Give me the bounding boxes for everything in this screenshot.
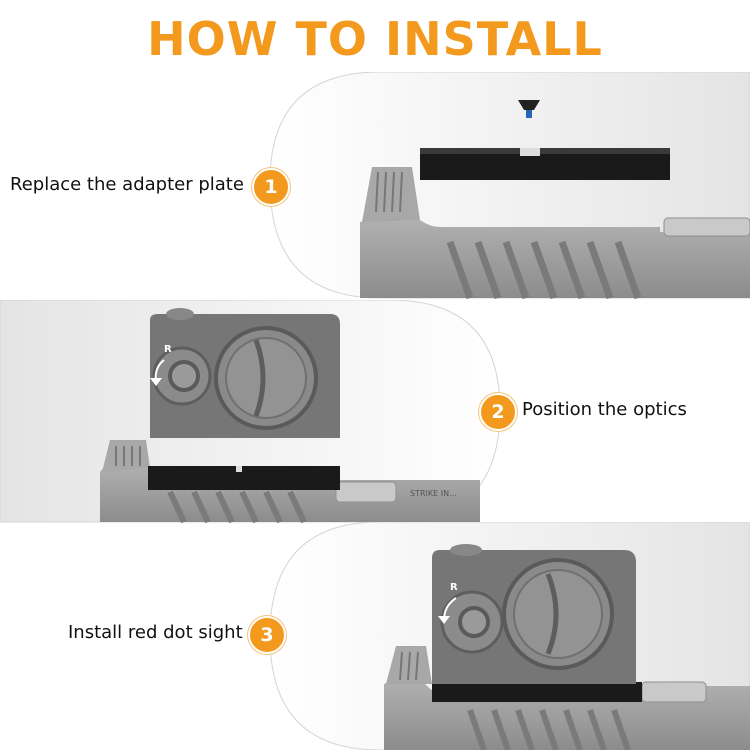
step-3-panel: R Install red dot sight 3 xyxy=(0,522,750,750)
step-2-badge: 2 xyxy=(479,393,517,431)
slide-engraving: STRIKE IN... xyxy=(410,489,457,498)
step-3-illustration: R xyxy=(269,522,750,750)
step-1-panel: Replace the adapter plate 1 xyxy=(0,72,750,302)
step-3-label: Install red dot sight xyxy=(68,622,243,643)
page-title: HOW TO INSTALL xyxy=(147,12,603,66)
step-1-label: Replace the adapter plate xyxy=(10,174,244,195)
optic-direction-mark: R xyxy=(164,344,172,355)
step-1-badge: 1 xyxy=(252,168,290,206)
step-2-panel: R STRIKE IN... 2 Position the optics xyxy=(0,300,750,524)
step-2-label: Position the optics xyxy=(522,399,687,420)
step-3-badge: 3 xyxy=(248,616,286,654)
step-2-illustration: R STRIKE IN... xyxy=(0,300,501,524)
step-1-illustration xyxy=(269,72,750,300)
optic-direction-mark-installed: R xyxy=(450,582,458,593)
